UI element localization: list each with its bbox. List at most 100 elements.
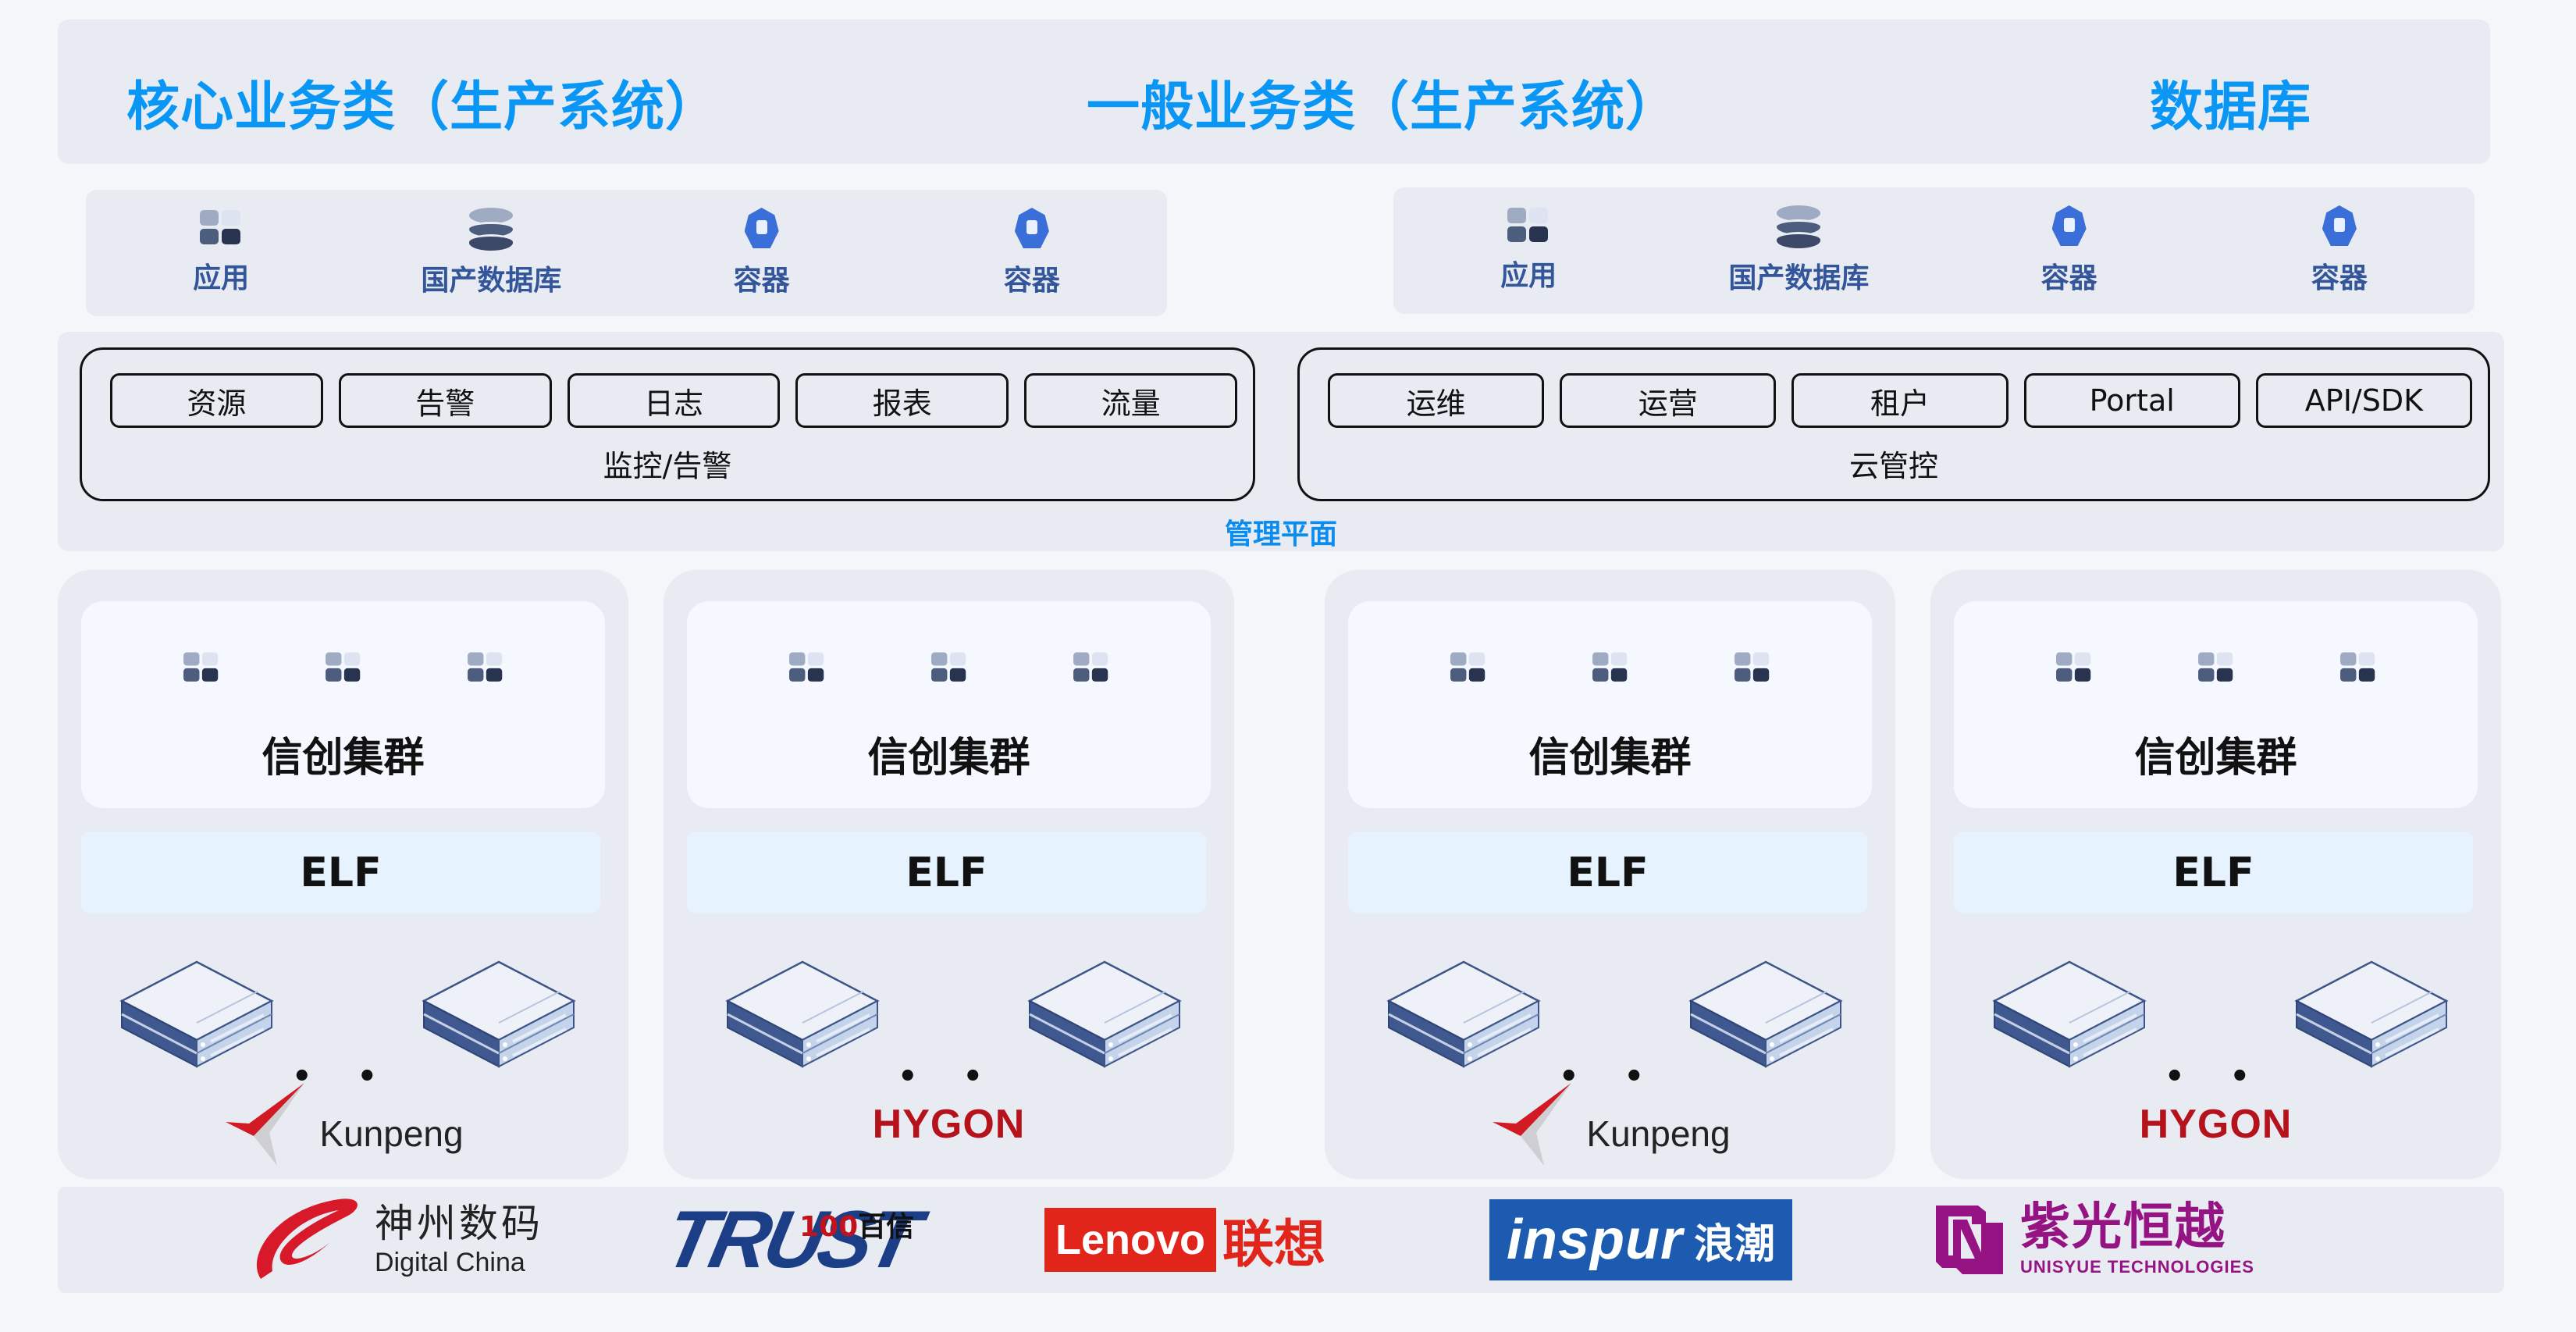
kunpeng-logo-icon — [1493, 1083, 1572, 1166]
workload-item-container[interactable]: 容器 — [897, 190, 1167, 316]
server-icon — [1992, 960, 2147, 1068]
app-grid-icon — [1073, 652, 1109, 682]
cpu-vendor-logo: Kunpeng — [1325, 1083, 1895, 1166]
more-servers-ellipsis: • • — [897, 1059, 1001, 1095]
header-title-general-business: 一般业务类（生产系统） — [1087, 77, 1680, 138]
cluster-workload-area: 信创集群 — [1954, 601, 2478, 808]
server-node — [2293, 960, 2450, 1070]
elf-layer: ELF — [1954, 832, 2473, 914]
server-icon — [1386, 960, 1541, 1068]
cpu-vendor-logo: HYGON — [1930, 1085, 2501, 1163]
server-icon — [119, 960, 274, 1068]
server-node — [421, 960, 577, 1070]
container-icon — [2051, 205, 2087, 246]
unisyue-n-icon — [1936, 1206, 2003, 1274]
workload-item-label: 应用 — [193, 262, 250, 294]
server-node — [1991, 960, 2147, 1070]
server-node — [1386, 960, 1542, 1070]
mgmt-button-ops[interactable]: 运维 — [1328, 373, 1545, 428]
workload-item-database[interactable]: 国产数据库 — [1663, 187, 1934, 314]
app-grid-icon — [2055, 652, 2092, 682]
app-grid-icon — [788, 652, 825, 682]
logo-digital-china: 神州数码 Digital China — [245, 1187, 543, 1293]
cpu-vendor-logo: HYGON — [664, 1085, 1234, 1163]
workload-item-app[interactable]: 应用 — [1393, 187, 1663, 314]
cluster-vendor: HYGON — [872, 1102, 1026, 1147]
app-grid-icon — [930, 652, 967, 682]
cpu-vendor-logo: Kunpeng — [58, 1083, 628, 1166]
server-node — [724, 960, 881, 1070]
workload-item-label: 国产数据库 — [421, 265, 562, 297]
mgmt-button-alert[interactable]: 告警 — [338, 373, 552, 428]
cluster-name: 信创集群 — [2134, 735, 2297, 782]
inspur-cn: 浪潮 — [1694, 1220, 1776, 1268]
workload-item-label: 容器 — [2041, 262, 2097, 294]
server-node — [119, 960, 275, 1070]
cluster-panel[interactable]: 信创集群 ELF • • HYGON — [664, 570, 1234, 1179]
kunpeng-logo-icon — [226, 1083, 305, 1166]
lenovo-cn: 联想 — [1222, 1214, 1326, 1274]
mgmt-button-api-sdk[interactable]: API/SDK — [2255, 373, 2473, 428]
cluster-name: 信创集群 — [867, 735, 1030, 782]
mgmt-button-report[interactable]: 报表 — [795, 373, 1009, 428]
logo-lenovo: Lenovo 联想 — [1044, 1187, 1325, 1293]
inspur-en: inspur — [1507, 1209, 1684, 1271]
business-category-header: 核心业务类（生产系统） 一般业务类（生产系统） 数据库 — [58, 20, 2490, 164]
mgmt-button-traffic[interactable]: 流量 — [1024, 373, 1237, 428]
header-title-core-business: 核心业务类（生产系统） — [126, 77, 720, 138]
mgmt-button-log[interactable]: 日志 — [567, 373, 781, 428]
app-grid-icon — [183, 652, 219, 682]
hardware-vendor-bar: 神州数码 Digital China TRUST 100百信 Lenovo 联想… — [58, 1187, 2504, 1293]
workload-item-database[interactable]: 国产数据库 — [356, 190, 626, 316]
database-icon — [469, 208, 514, 251]
container-icon — [2322, 205, 2357, 246]
cluster-workload-area: 信创集群 — [1348, 601, 1872, 808]
header-title-database: 数据库 — [2150, 77, 2312, 138]
app-grid-icon — [200, 210, 242, 246]
management-plane: 资源 告警 日志 报表 流量 监控/告警 运维 运营 租户 Portal API… — [58, 332, 2504, 551]
logo-inspur: inspur 浪潮 — [1489, 1187, 1793, 1293]
app-grid-icon — [1592, 652, 1628, 682]
mgmt-button-tenant[interactable]: 租户 — [1791, 373, 2008, 428]
database-icon — [1777, 205, 1821, 248]
cluster-workload-area: 信创集群 — [687, 601, 1211, 808]
cluster-vendor: Kunpeng — [319, 1113, 464, 1154]
cluster-vendor: HYGON — [2139, 1102, 2293, 1147]
server-node — [1688, 960, 1844, 1070]
app-grid-icon — [1450, 652, 1486, 682]
app-grid-icon — [2197, 652, 2234, 682]
more-servers-ellipsis: • • — [291, 1059, 395, 1095]
cloud-management-group: 运维 运营 租户 Portal API/SDK 云管控 — [1297, 347, 2490, 501]
management-plane-title: 管理平面 — [1224, 518, 1337, 550]
mgmt-button-resource[interactable]: 资源 — [110, 373, 323, 428]
server-icon — [2294, 960, 2449, 1068]
more-servers-ellipsis: • • — [2164, 1059, 2268, 1095]
elf-layer: ELF — [687, 832, 1206, 914]
mgmt-button-portal[interactable]: Portal — [2023, 373, 2240, 428]
unisyue-en: UNISYUE TECHNOLOGIES — [2020, 1257, 2254, 1277]
workload-item-container[interactable]: 容器 — [627, 190, 897, 316]
workload-item-app[interactable]: 应用 — [86, 190, 356, 316]
app-grid-icon — [1507, 208, 1550, 244]
cluster-name: 信创集群 — [1528, 735, 1692, 782]
workload-row-right: 应用 国产数据库 容器 容器 — [1393, 187, 2475, 314]
mgmt-button-operation[interactable]: 运营 — [1560, 373, 1777, 428]
monitoring-alert-group: 资源 告警 日志 报表 流量 监控/告警 — [80, 347, 1255, 501]
container-icon — [744, 208, 779, 248]
app-grid-icon — [467, 652, 503, 682]
cluster-name: 信创集群 — [262, 735, 425, 782]
workload-item-container[interactable]: 容器 — [2204, 187, 2475, 314]
workload-item-container[interactable]: 容器 — [1934, 187, 2204, 314]
workload-row-left: 应用 国产数据库 容器 容器 — [86, 190, 1167, 316]
digital-china-en: Digital China — [375, 1248, 525, 1277]
cluster-panel[interactable]: 信创集群 ELF • • HYGON — [1930, 570, 2501, 1179]
container-icon — [1014, 208, 1049, 248]
digital-china-cn: 神州数码 — [375, 1201, 543, 1246]
server-icon — [422, 960, 576, 1068]
logo-unisyue: 紫光恒越 UNISYUE TECHNOLOGIES — [1931, 1187, 2254, 1293]
group-caption: 云管控 — [1848, 449, 1938, 483]
logo-trust: TRUST 100百信 — [657, 1187, 923, 1293]
app-grid-icon — [325, 652, 361, 682]
